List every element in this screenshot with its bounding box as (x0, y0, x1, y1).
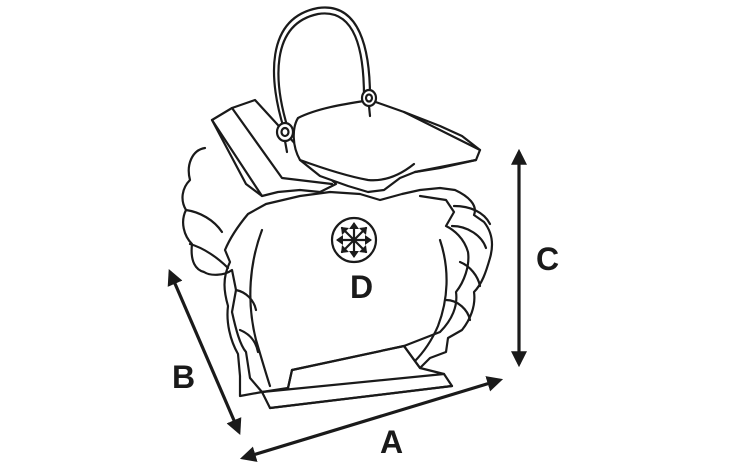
eye-hook-right (360, 88, 378, 118)
dimension-label-c: C (536, 241, 559, 277)
four-way-arrow-icon (330, 216, 378, 264)
dimension-label-b: B (172, 359, 195, 395)
hanging-wire (272, 6, 372, 134)
dimension-label-a: A (380, 424, 403, 460)
dimension-line-b (167, 269, 242, 435)
eye-hook-left (275, 121, 295, 154)
feeder-frame (181, 146, 494, 398)
roof-left (210, 98, 338, 198)
roof-right (292, 98, 482, 194)
dimension-line-a (239, 376, 504, 462)
feature-label-d: D (350, 269, 373, 305)
